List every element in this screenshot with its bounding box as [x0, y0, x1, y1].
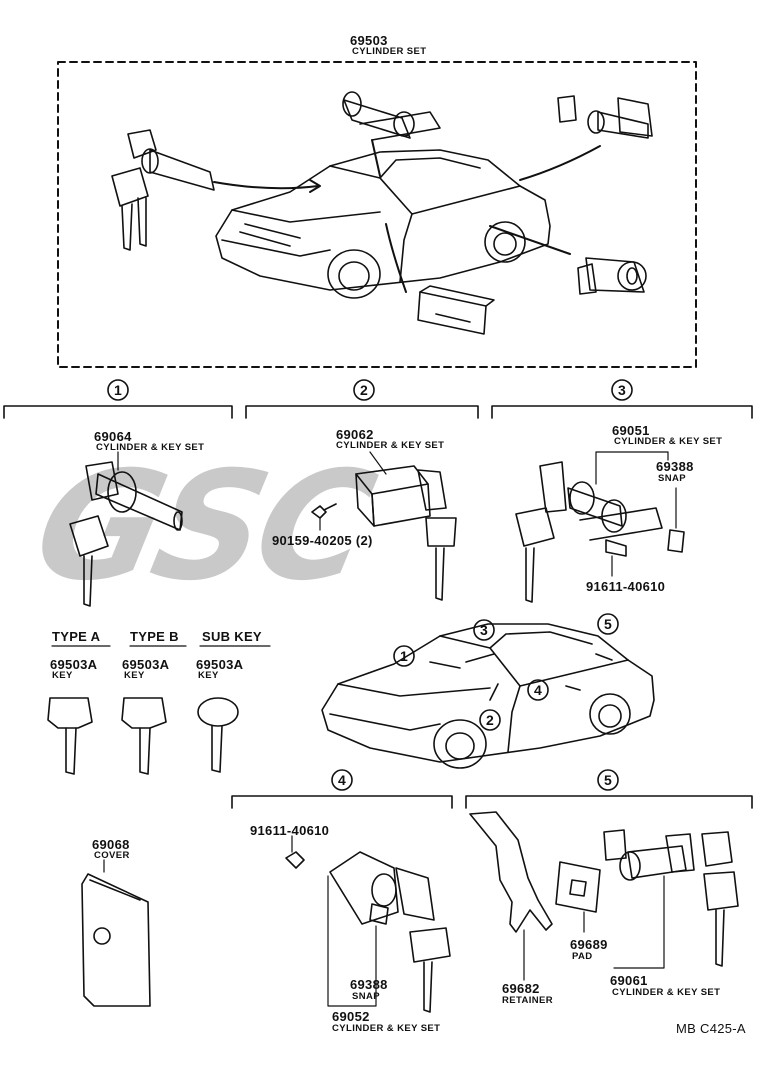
key-sub-title: SUB KEY [202, 629, 262, 644]
top-car-illustration [215, 149, 551, 299]
bracket-4 [231, 795, 453, 809]
s3-cylinder [515, 461, 663, 603]
s4-snap-desc: SNAP [352, 991, 380, 1002]
key-type-b-desc: KEY [124, 670, 145, 681]
arrow-handle [385, 223, 407, 293]
s2-screw [311, 503, 337, 519]
section-4-number: 4 [338, 772, 346, 788]
bracket-5 [465, 795, 753, 809]
cover-part-number: 69068 [92, 837, 130, 852]
s3-part-number: 69051 [612, 423, 650, 438]
bracket-1 [3, 405, 233, 419]
section-3-number: 3 [618, 382, 626, 398]
s5-cylinder [603, 829, 739, 967]
key-sub-desc: KEY [198, 670, 219, 681]
section-5-number: 5 [604, 772, 612, 788]
car-callout-1: 1 [400, 648, 408, 664]
top-trunk-cylinder [557, 95, 653, 139]
top-part-desc: CYLINDER SET [352, 46, 427, 57]
car-callout-2: 2 [486, 712, 494, 728]
s5-retainer-number: 69682 [502, 981, 540, 996]
s1-cylinder [69, 461, 183, 607]
car-callout-3: 3 [480, 622, 488, 638]
key-type-a-part: 69503A [50, 657, 98, 672]
key-type-b-part: 69503A [122, 657, 170, 672]
s5-retainer [469, 811, 553, 933]
section-2-number: 2 [360, 382, 368, 398]
s2-screw-number: 90159-40205 (2) [272, 533, 373, 548]
top-handle-cylinder [417, 285, 495, 335]
key-type-b [121, 697, 167, 775]
arrow-glovebox [371, 139, 381, 177]
s3-bolt [605, 539, 627, 557]
s4-snap-number: 69388 [350, 977, 388, 992]
s3-bolt-number: 91611-40610 [586, 579, 666, 594]
s2-part-number: 69062 [336, 427, 374, 442]
s1-part-desc: CYLINDER & KEY SET [96, 442, 205, 453]
cover-illustration [81, 873, 151, 1007]
top-ignition-cylinder [111, 129, 215, 251]
bracket-3 [491, 405, 753, 419]
top-glovebox-cylinder [342, 91, 441, 141]
car-callout-5: 5 [604, 616, 612, 632]
middle-car-illustration [321, 623, 655, 769]
key-type-b-title: TYPE B [130, 629, 179, 644]
s5-pad-desc: PAD [572, 951, 593, 962]
s4-part-desc: CYLINDER & KEY SET [332, 1023, 441, 1034]
section-1-number: 1 [114, 382, 122, 398]
car-callout-4: 4 [534, 682, 542, 698]
arrow-door [489, 225, 571, 255]
cylinder-set-frame [57, 61, 697, 368]
s5-retainer-desc: RETAINER [502, 995, 554, 1006]
s3-snap-desc: SNAP [658, 473, 686, 484]
s4-bolt-number: 91611-40610 [250, 823, 330, 838]
top-door-cylinder [577, 257, 647, 295]
s2-part-desc: CYLINDER & KEY SET [336, 440, 445, 451]
s4-part-number: 69052 [332, 1009, 370, 1024]
diagram-reference: MB C425-A [676, 1021, 746, 1036]
s4-snap [369, 903, 389, 925]
arrow-trunk [519, 145, 601, 181]
s5-pad-number: 69689 [570, 937, 608, 952]
s3-part-desc: CYLINDER & KEY SET [614, 436, 723, 447]
top-part-number: 69503 [350, 33, 388, 48]
s5-part-desc: CYLINDER & KEY SET [612, 987, 721, 998]
s1-part-number: 69064 [94, 429, 132, 444]
s2-cylinder [355, 465, 457, 601]
key-type-a [47, 697, 93, 775]
cover-part-desc: COVER [94, 850, 130, 861]
s5-part-number: 69061 [610, 973, 648, 988]
s5-pad [555, 861, 601, 913]
key-sub [197, 697, 239, 773]
arrow-ignition [213, 181, 319, 190]
s4-bolt [285, 851, 305, 869]
s3-snap [667, 529, 685, 553]
key-type-a-title: TYPE A [52, 629, 101, 644]
key-sub-part: 69503A [196, 657, 244, 672]
bracket-2 [245, 405, 479, 419]
key-type-a-desc: KEY [52, 670, 73, 681]
s3-snap-number: 69388 [656, 459, 694, 474]
s4-cylinder [329, 851, 451, 1013]
